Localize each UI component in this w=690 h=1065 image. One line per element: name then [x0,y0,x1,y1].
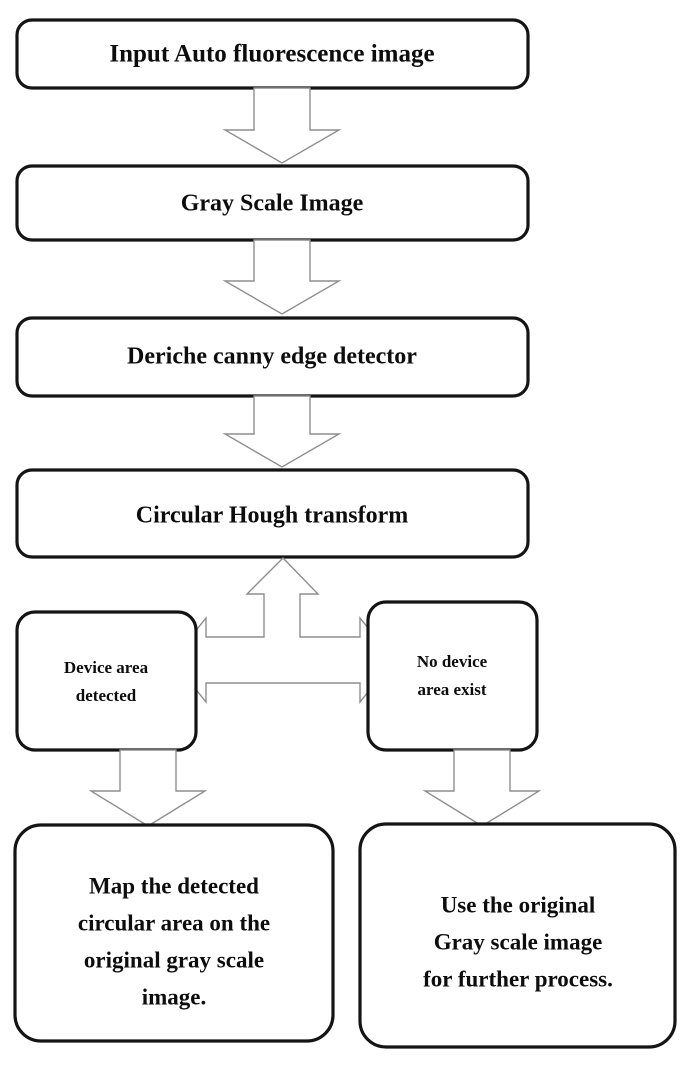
down-arrow-icon [222,395,342,468]
node-device-area-detected[interactable]: Device area detected [15,610,198,752]
node-label-map-line1: Map the detected [89,873,259,898]
down-arrow-icon [222,87,342,164]
node-label-map-line4: image. [142,984,207,1009]
node-deriche-canny-edge-detector[interactable]: Deriche canny edge detector [15,316,530,398]
node-box [366,600,539,752]
arrow-device-to-map [88,749,208,827]
node-label-deriche: Deriche canny edge detector [127,344,417,370]
node-label-device-detected-line2: detected [76,686,137,705]
node-label-use-line2: Gray scale image [434,929,603,954]
node-gray-scale-image[interactable]: Gray Scale Image [15,164,530,242]
node-label-use-line1: Use the original [441,892,596,917]
node-box [358,822,677,1049]
node-label-use-line3: for further process. [423,966,613,991]
node-label-map-line2: circular area on the [78,910,270,935]
node-label-gray-scale: Gray Scale Image [181,191,364,217]
node-label-hough: Circular Hough transform [136,503,408,529]
down-arrow-icon [222,239,342,315]
node-label-map-line3: original gray scale [84,947,264,972]
down-arrow-icon [88,749,208,827]
node-use-original-gray-scale-image[interactable]: Use the original Gray scale image for fu… [358,822,677,1049]
node-box [13,823,335,1043]
arrow-nodevice-to-use [422,749,542,827]
node-box [15,468,530,559]
node-circular-hough-transform[interactable]: Circular Hough transform [15,468,530,559]
node-label-input-image: Input Auto fluorescence image [109,41,434,68]
down-arrow-icon [422,749,542,827]
node-box [15,610,198,752]
node-no-device-area-exist[interactable]: No device area exist [366,600,539,752]
arrow-gray-to-deriche [222,239,342,315]
arrow-deriche-to-hough [222,395,342,468]
node-label-no-device-line1: No device [417,652,488,671]
arrow-hough-branch [171,557,395,704]
node-input-auto-fluorescence-image[interactable]: Input Auto fluorescence image [15,18,530,90]
node-label-no-device-line2: area exist [417,680,486,699]
node-label-device-detected-line1: Device area [64,658,149,677]
arrow-input-to-gray [222,87,342,164]
three-way-arrow-icon [171,557,395,704]
node-map-detected-circular-area[interactable]: Map the detected circular area on the or… [13,823,335,1043]
